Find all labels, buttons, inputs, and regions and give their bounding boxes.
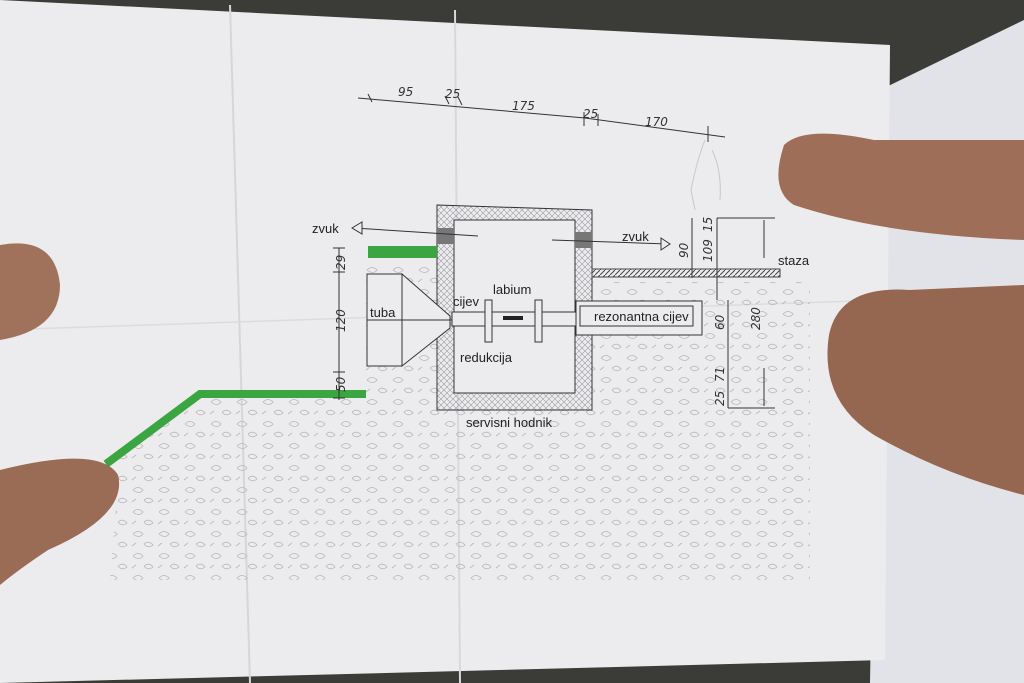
service-chamber (436, 204, 593, 411)
dimension-label: 50 (334, 376, 348, 392)
dimension-label: 95 (398, 85, 413, 99)
dimension-label: 25 (445, 87, 460, 101)
zvuk-left-label: zvuk (312, 221, 339, 236)
resonant-pipe (575, 300, 703, 336)
zvuk-right-label: zvuk (622, 229, 649, 244)
dimension-label: 280 (749, 307, 763, 330)
path-staza (591, 268, 781, 278)
servisni-hodnik-label: servisni hodnik (466, 415, 552, 430)
labium-label: labium (493, 282, 531, 297)
right-thumb (827, 285, 1024, 495)
dimension-label: 120 (334, 309, 348, 332)
tuba-label: tuba (370, 305, 396, 320)
labium-mouth (503, 316, 523, 320)
ground-texture (110, 262, 810, 580)
dimension-label: 170 (645, 115, 668, 129)
right-finger (778, 133, 1024, 240)
dimension-label: 109 (701, 239, 715, 262)
sound-window-right (575, 232, 592, 248)
green-terrain-slope (103, 390, 366, 468)
left-dimensions: 29 120 50 (333, 247, 348, 400)
sound-arrow-left (351, 221, 479, 237)
tuba (366, 272, 452, 368)
left-finger (0, 243, 60, 340)
dimension-label: 15 (701, 217, 715, 232)
sound-arrow-right (551, 237, 671, 251)
dimension-label: 175 (512, 99, 535, 113)
right-dimensions: 15 90 109 60 280 71 25 (677, 217, 775, 409)
sound-window-left (437, 228, 454, 244)
dimension-label: 25 (713, 391, 727, 406)
hands (0, 133, 1024, 585)
person-sketch (690, 139, 721, 211)
pipe (451, 299, 578, 343)
cijev-label: cijev (453, 294, 480, 309)
redukcija-label: redukcija (460, 350, 513, 365)
dimension-label: 25 (583, 107, 598, 121)
green-terrain-top (368, 246, 437, 258)
staza-label: staza (778, 253, 810, 268)
top-dimension-line: 95 25 175 25 170 (357, 85, 726, 142)
dimension-label: 29 (334, 255, 348, 270)
dimension-label: 71 (713, 367, 727, 382)
dimension-label: 60 (713, 314, 727, 330)
dimension-label: 90 (677, 242, 691, 258)
rezonantna-cijev-label: rezonantna cijev (594, 309, 689, 324)
left-thumb (0, 458, 120, 585)
